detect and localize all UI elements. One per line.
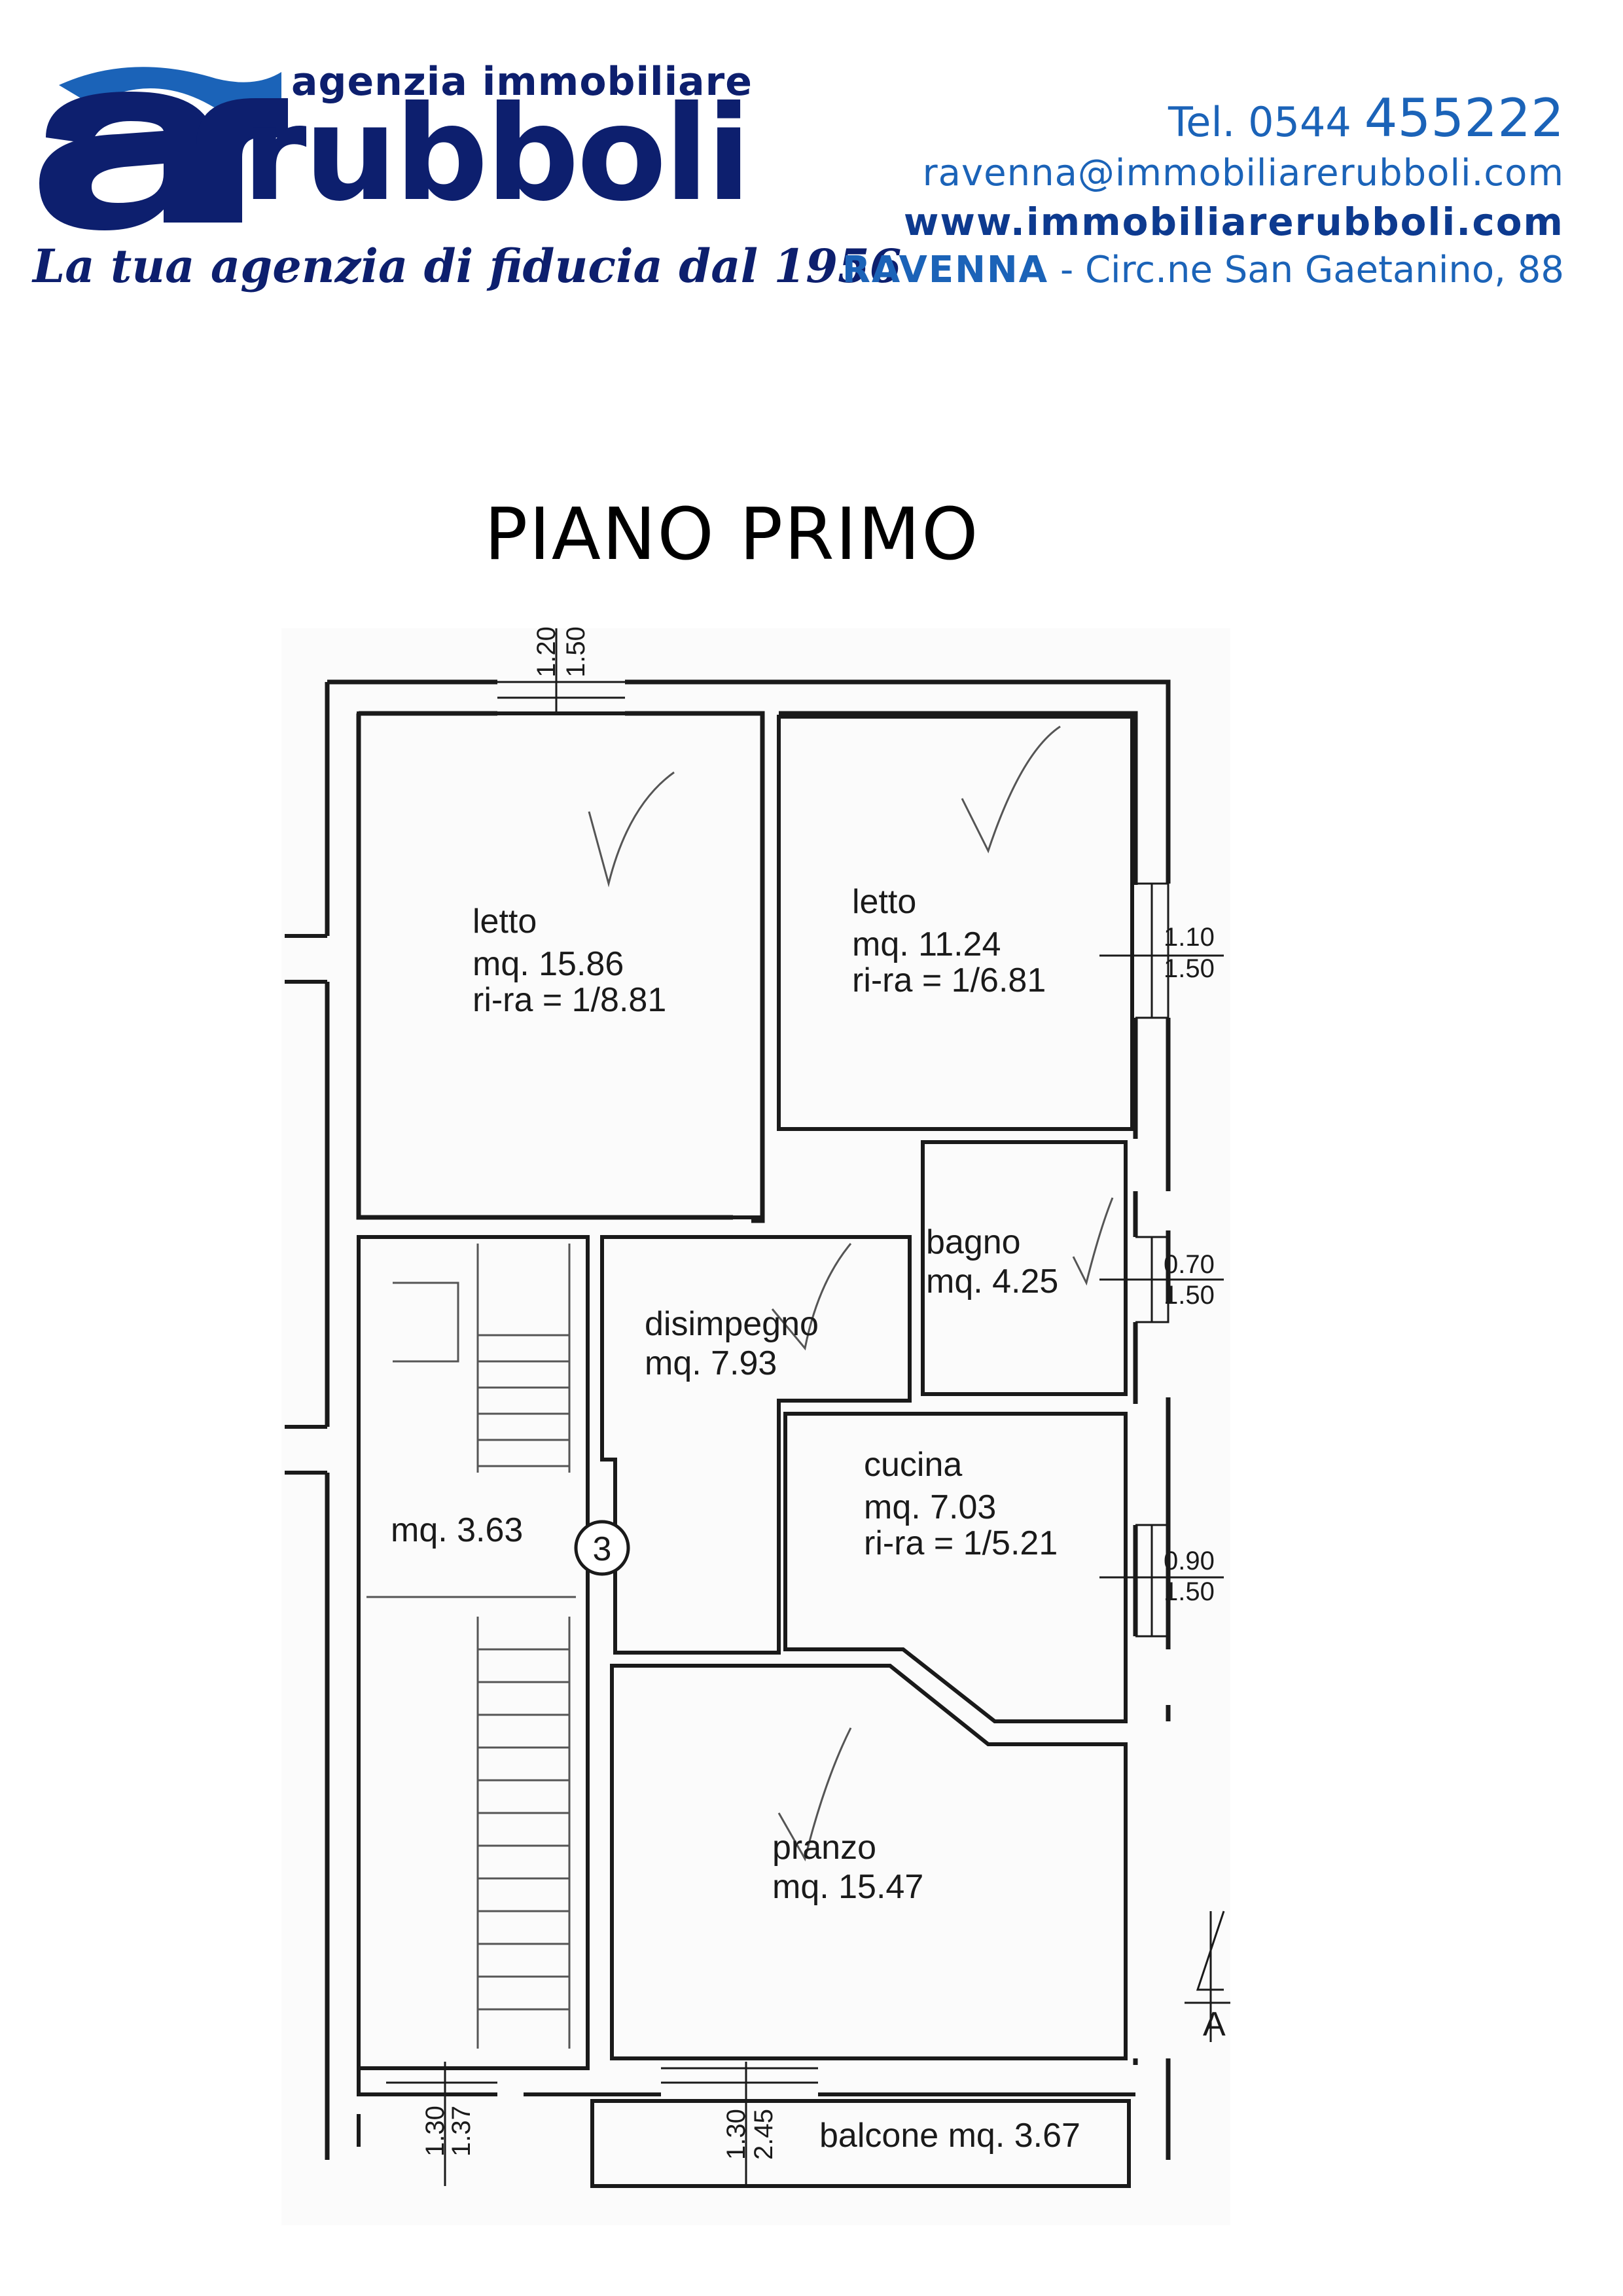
plan-title: PIANO PRIMO: [484, 492, 980, 576]
agency-header: agenzia immobiliare rubboli La tua agenz…: [0, 0, 1623, 340]
room-pranzo: [610, 1664, 1128, 2060]
right-window-2-dim-2: 1.50: [1164, 1281, 1215, 1310]
bagno-name: bagno: [926, 1223, 1021, 1261]
tagline: La tua agenzia di fiducia dal 1956: [33, 239, 902, 293]
bottom-window-1-dim-1: 1.30: [421, 2106, 450, 2157]
agency-label: agenzia immobiliare: [291, 59, 753, 105]
top-window-dim-1: 1.20: [532, 626, 561, 677]
email-link[interactable]: ravenna@immobiliarerubboli.com: [922, 152, 1564, 194]
letto-2-ratio: ri-ra = 1/6.81: [852, 961, 1046, 999]
stair-steps: [366, 1244, 576, 2049]
logo-mark: [39, 67, 288, 230]
check-marks: [588, 725, 1114, 1861]
phone-label: Tel. 0544: [1168, 98, 1351, 146]
cucina-name: cucina: [864, 1446, 962, 1484]
stair-marker-circle: [574, 1520, 630, 1576]
street-address: - Circ.ne San Gaetanino, 88: [1048, 249, 1564, 291]
cucina-ratio: ri-ra = 1/5.21: [864, 1524, 1058, 1562]
section-marker: [1185, 1910, 1230, 2042]
disimpegno-area: mq. 7.93: [645, 1344, 777, 1382]
bottom-window-2-dim-1: 1.30: [722, 2109, 751, 2160]
room-outlines: [285, 711, 1135, 2188]
letto-1-ratio: ri-ra = 1/8.81: [473, 981, 666, 1019]
right-window-1-dim-1: 1.10: [1164, 923, 1215, 952]
disimpegno-name: disimpegno: [645, 1305, 819, 1343]
contact-block: Tel. 0544 455222 ravenna@immobiliarerubb…: [842, 92, 1564, 295]
section-marker-label: A: [1203, 2005, 1226, 2043]
brand-name: rubboli: [242, 78, 751, 230]
website-link[interactable]: www.immobiliarerubboli.com: [903, 200, 1564, 244]
room-cucina: [783, 1412, 1128, 1723]
agency-logo: agenzia immobiliare rubboli La tua agenz…: [20, 59, 901, 314]
plan-background: [281, 628, 1230, 2225]
room-disimpegno: [600, 1235, 912, 1655]
bottom-window-2-dim-2: 2.45: [749, 2109, 778, 2160]
bottom-window-1-dim-2: 1.37: [447, 2106, 476, 2157]
pranzo-name: pranzo: [772, 1829, 876, 1867]
dimension-lines: [444, 628, 1224, 2186]
balcone: [590, 2099, 1131, 2188]
room-letto-2: [777, 715, 1134, 1131]
right-window-3-dim-2: 1.50: [1164, 1577, 1215, 1606]
city: RAVENNA: [842, 249, 1049, 291]
letto-2-name: letto: [852, 883, 916, 921]
pranzo-area: mq. 15.47: [772, 1868, 923, 1906]
letto-1-name: letto: [473, 903, 537, 941]
right-window-1-dim-2: 1.50: [1164, 954, 1215, 983]
address: RAVENNA - Circ.ne San Gaetanino, 88: [842, 246, 1564, 295]
windows: [386, 681, 1169, 2084]
top-window-dim-2: 1.50: [562, 626, 590, 677]
bagno-area: mq. 4.25: [926, 1263, 1058, 1300]
phone-number: 455222: [1364, 88, 1564, 149]
phone[interactable]: Tel. 0544 455222: [842, 92, 1564, 149]
letto-1-area: mq. 15.86: [473, 945, 624, 983]
scala-area: mq. 3.63: [391, 1511, 523, 1549]
stair-marker-number: 3: [593, 1530, 612, 1568]
room-bagno: [921, 1140, 1128, 1396]
cucina-area: mq. 7.03: [864, 1488, 996, 1526]
balcone-label: balcone mq. 3.67: [819, 2117, 1080, 2155]
right-window-2-dim-1: 0.70: [1164, 1250, 1215, 1279]
right-window-3-dim-1: 0.90: [1164, 1547, 1215, 1575]
letto-2-area: mq. 11.24: [852, 925, 1001, 963]
